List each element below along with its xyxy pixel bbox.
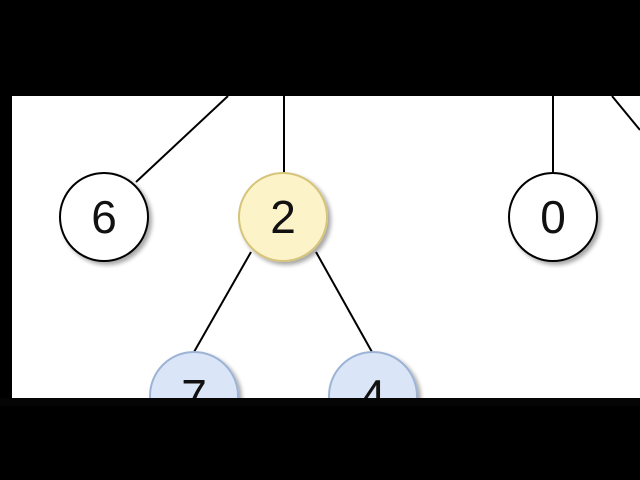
diagram-canvas: 6 2 0 7 4 [0, 96, 640, 400]
node-label: 0 [540, 191, 566, 243]
tree-node-2: 2 [238, 172, 328, 262]
tree-node-4: 4 [328, 351, 418, 400]
tree-node-6: 6 [59, 172, 149, 262]
tree-node-0: 0 [508, 172, 598, 262]
edge-offscreen-right [611, 96, 640, 131]
node-label: 7 [181, 370, 207, 400]
node-label: 2 [270, 191, 296, 243]
edge-2-to-7 [193, 251, 252, 353]
edge-parent-to-6 [135, 96, 229, 183]
node-label: 4 [360, 370, 386, 400]
taskbar-strip [0, 398, 640, 406]
tree-diagram: 6 2 0 7 4 [12, 96, 640, 400]
node-label: 6 [91, 191, 117, 243]
tree-node-7: 7 [149, 351, 239, 400]
edge-2-to-4 [315, 251, 373, 353]
